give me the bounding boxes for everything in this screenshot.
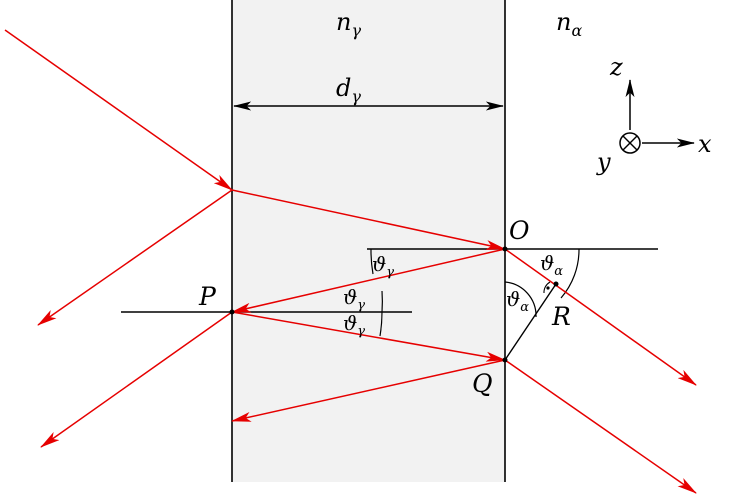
- y-axis-label: y: [596, 148, 611, 176]
- refracted-ray-to-O: [231, 189, 506, 250]
- angle-gamma-1-label: ϑγ: [372, 252, 394, 280]
- angle-arc-gamma-3: [379, 311, 383, 337]
- y-axis-cross-2: [622, 135, 638, 151]
- right-angle-marker: [543, 281, 551, 294]
- light-rays: [4, 29, 697, 494]
- angle-gamma-3-label: ϑγ: [343, 311, 365, 339]
- point-O-label: O: [509, 216, 530, 245]
- incident-ray: [4, 29, 233, 191]
- transmitted-ray-Q: [504, 359, 697, 494]
- reflected-ray-1: [37, 189, 233, 326]
- index-left-label: nγ: [336, 8, 361, 40]
- index-right-label: nα: [556, 8, 582, 40]
- thickness-label: dγ: [336, 74, 361, 106]
- wavefront-line-QR: [504, 283, 557, 361]
- point-P-label: P: [198, 282, 217, 311]
- point-P-dot: [229, 309, 235, 315]
- internal-ray-O-to-P: [231, 248, 506, 313]
- z-axis-label: z: [609, 53, 623, 81]
- angle-arc-alpha-1: [560, 248, 580, 299]
- y-axis-into-page-icon: [619, 132, 641, 154]
- angle-alpha-1-label: ϑα: [540, 251, 563, 279]
- point-R-label: R: [551, 302, 571, 331]
- angle-arc-alpha-2: [504, 281, 537, 318]
- transmitted-ray-O: [504, 248, 697, 386]
- angle-gamma-2-label: ϑγ: [343, 285, 365, 313]
- point-Q-label: Q: [472, 369, 493, 398]
- film-slab: [232, 0, 505, 482]
- point-R-dot: [553, 281, 559, 287]
- reflected-ray-2: [40, 311, 233, 448]
- angle-arc-gamma-1: [370, 248, 374, 275]
- right-angle-dot: [546, 286, 550, 290]
- angle-alpha-2-label: ϑα: [506, 287, 529, 315]
- internal-ray-Q-back: [231, 359, 506, 422]
- point-Q-dot: [502, 357, 508, 363]
- internal-ray-P-to-Q: [231, 311, 506, 362]
- point-O-dot: [502, 246, 508, 252]
- x-axis-label: x: [698, 130, 712, 158]
- coordinate-axes: z x y: [596, 53, 712, 176]
